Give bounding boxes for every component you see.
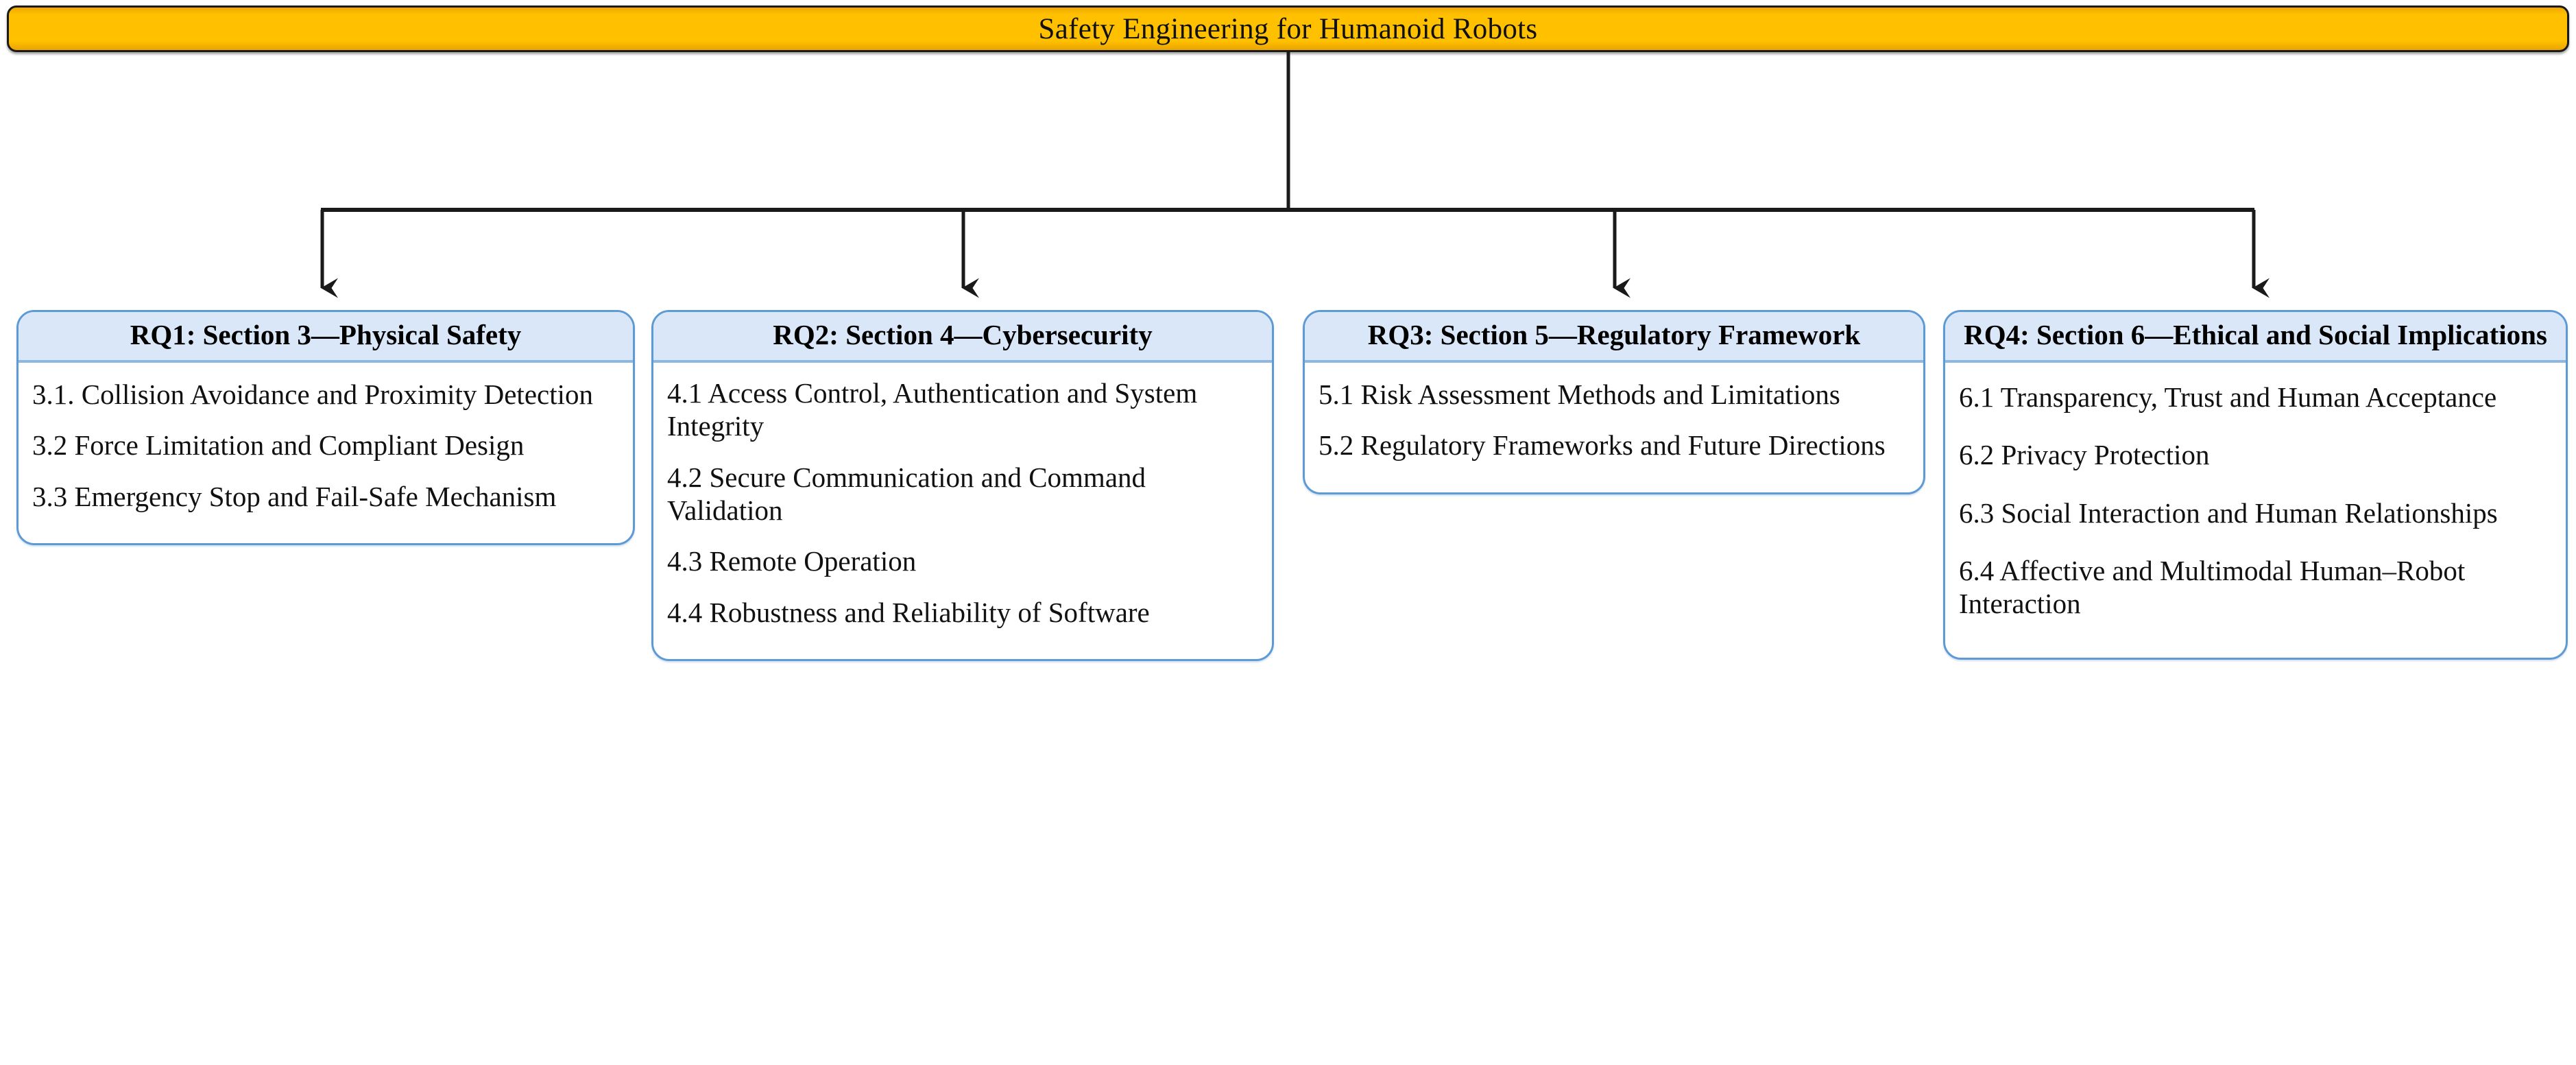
branch-node-rq3[interactable]: RQ3: Section 5—Regulatory Framework 5.1 … [1303,310,1925,494]
branch-item: 4.3 Remote Operation [667,545,917,577]
branch-node-rq1[interactable]: RQ1: Section 3—Physical Safety 3.1. Coll… [16,310,635,546]
branch-item: 6.1 Transparency, Trust and Human Accept… [1959,381,2497,413]
root-node-label: Safety Engineering for Humanoid Robots [1038,12,1538,45]
branch-item: 4.1 Access Control, Authentication and S… [667,376,1198,442]
branch-body-rq2: 4.1 Access Control, Authentication and S… [653,363,1272,659]
branch-body-rq1: 3.1. Collision Avoidance and Proximity D… [19,363,633,543]
branch-item: 4.4 Robustness and Reliability of Softwa… [667,596,1150,628]
branch-item: 3.2 Force Limitation and Compliant Desig… [32,429,525,462]
branch-item: 3.1. Collision Avoidance and Proximity D… [32,378,593,410]
branch-item: 4.2 Secure Communication and Command Val… [667,461,1146,527]
branch-item: 6.3 Social Interaction and Human Relatio… [1959,496,2498,529]
branch-node-rq4[interactable]: RQ4: Section 6—Ethical and Social Implic… [1943,310,2568,660]
root-node-safety-engineering: Safety Engineering for Humanoid Robots [7,5,2569,52]
branch-header-rq1: RQ1: Section 3—Physical Safety [19,312,633,363]
branch-body-rq3: 5.1 Risk Assessment Methods and Limitati… [1305,363,1923,492]
branch-item: 6.4 Affective and Multimodal Human–Robot… [1959,555,2466,620]
branch-header-rq2: RQ2: Section 4—Cybersecurity [653,312,1272,363]
branch-header-rq3: RQ3: Section 5—Regulatory Framework [1305,312,1923,363]
branch-node-rq2[interactable]: RQ2: Section 4—Cybersecurity 4.1 Access … [651,310,1274,662]
branch-item: 5.1 Risk Assessment Methods and Limitati… [1319,378,1840,410]
branch-item: 3.3 Emergency Stop and Fail-Safe Mechani… [32,480,557,512]
branch-item: 5.2 Regulatory Frameworks and Future Dir… [1319,429,1886,462]
branch-body-rq4: 6.1 Transparency, Trust and Human Accept… [1945,363,2566,658]
branch-item: 6.2 Privacy Protection [1959,439,2210,471]
branch-header-rq4: RQ4: Section 6—Ethical and Social Implic… [1945,312,2566,363]
